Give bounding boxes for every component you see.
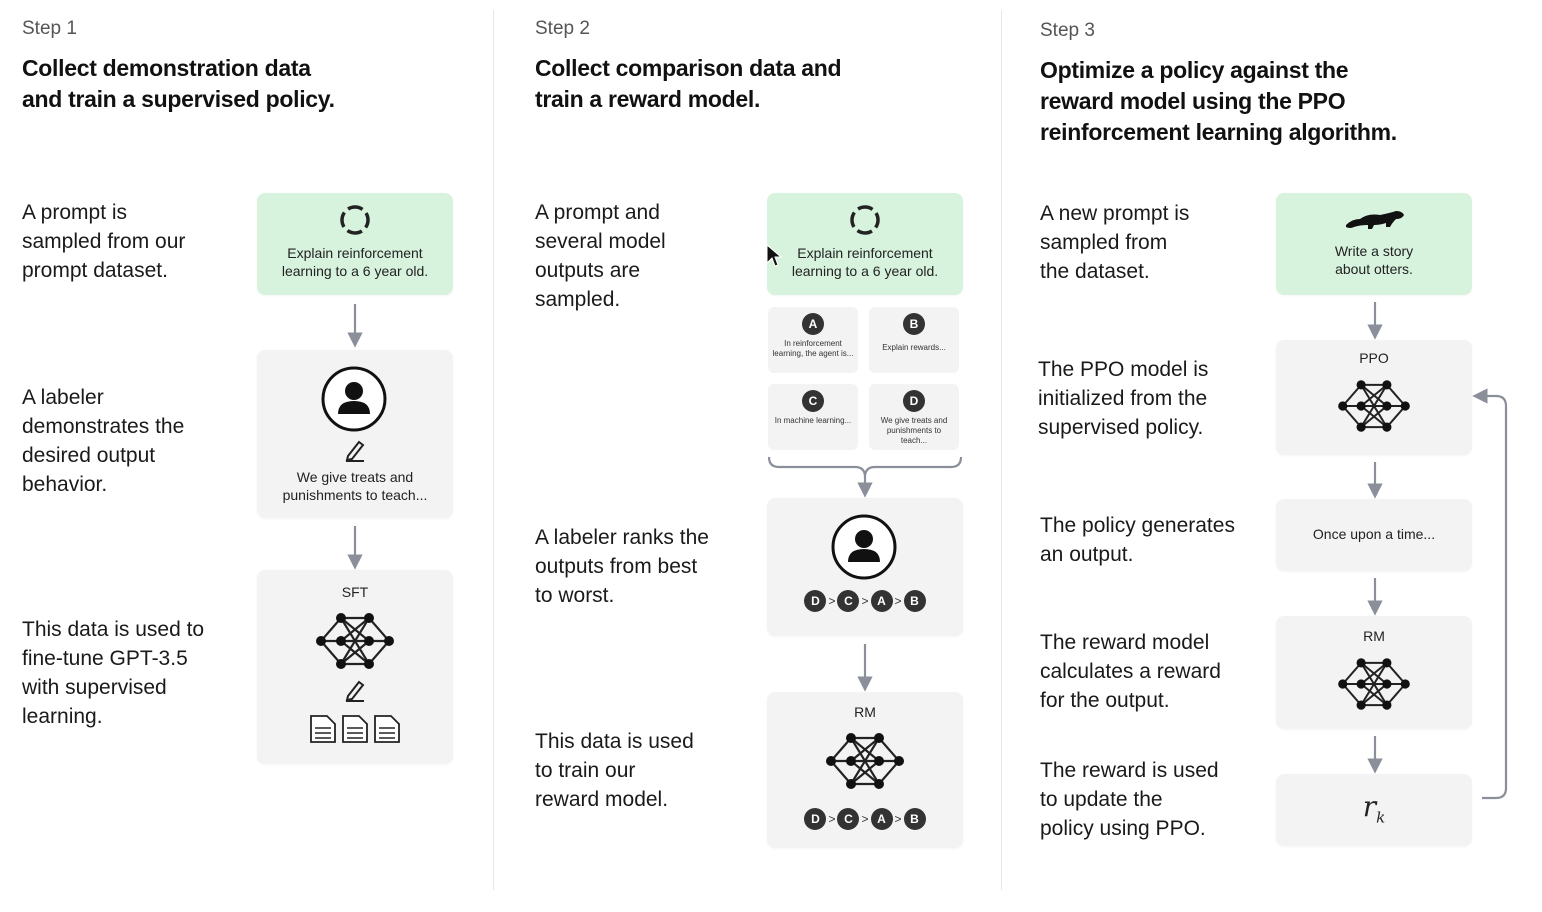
recycle-icon <box>340 205 370 235</box>
step3-reward-card: rk <box>1276 774 1472 846</box>
bracket <box>767 456 963 478</box>
rank-badge: B <box>903 808 926 830</box>
ranking-row: D>C>A>B <box>767 590 963 612</box>
output-text-b: Explain rewards... <box>882 343 946 352</box>
output-text-d: We give treats and punishments to teach.… <box>880 416 948 445</box>
feedback-arrow <box>1472 388 1508 800</box>
step3-output-card: Once upon a time... <box>1276 499 1472 571</box>
ranking-row: D>C>A>B <box>767 808 963 830</box>
rank-badge: C <box>837 808 860 830</box>
output-card-a: A In reinforcement learning, the agent i… <box>768 307 858 373</box>
step1-title: Collect demonstration data and train a s… <box>22 55 335 112</box>
output-card-d: D We give treats and punishments to teac… <box>869 384 959 450</box>
rm-label: RM <box>1363 628 1385 644</box>
rank-badge: A <box>870 590 893 612</box>
document-icon <box>310 715 400 743</box>
ppo-label: PPO <box>1359 350 1389 366</box>
pencil-icon <box>345 440 365 462</box>
rank-badge: C <box>837 590 860 612</box>
step1-sft-card: SFT <box>257 570 453 764</box>
badge-c: C <box>802 390 824 412</box>
network-icon <box>1338 658 1410 710</box>
otter-icon <box>1346 211 1404 229</box>
step2-rm-card: RM D>C>A>B <box>767 692 963 848</box>
network-icon <box>1338 380 1410 432</box>
rm-label: RM <box>854 704 876 720</box>
badge-d: D <box>903 390 925 412</box>
output-card-b: B Explain rewards... <box>869 307 959 373</box>
rank-badge: D <box>804 808 827 830</box>
step3-title: Optimize a policy against the reward mod… <box>1040 57 1397 145</box>
step3-rm-card: RM <box>1276 616 1472 729</box>
reward-value: rk <box>1362 790 1386 827</box>
badge-b: B <box>903 313 925 335</box>
network-icon <box>826 733 904 789</box>
output-text-c: In machine learning... <box>774 416 852 425</box>
output-card-c: C In machine learning... <box>768 384 858 450</box>
cursor-icon <box>766 244 782 267</box>
recycle-icon <box>850 205 880 235</box>
step2-label: Step 2 <box>535 18 590 39</box>
rank-badge: D <box>804 590 827 612</box>
network-icon <box>316 613 394 669</box>
column-divider <box>493 10 494 890</box>
output-text: Once upon a time... <box>1312 526 1436 542</box>
badge-a: A <box>802 313 824 335</box>
output-text-a: In reinforcement learning, the agent is.… <box>772 339 854 358</box>
column-divider <box>1001 10 1002 890</box>
person-icon <box>321 366 387 432</box>
person-icon <box>831 514 897 580</box>
pencil-icon <box>345 680 365 702</box>
rank-badge: B <box>903 590 926 612</box>
step3-label: Step 3 <box>1040 20 1095 41</box>
step3-ppo-card: PPO <box>1276 340 1472 455</box>
rank-badge: A <box>870 808 893 830</box>
sft-label: SFT <box>341 584 369 600</box>
step1-label: Step 1 <box>22 18 77 39</box>
step2-ranking-card: D>C>A>B <box>767 498 963 636</box>
step2-title: Collect comparison data and train a rewa… <box>535 55 842 112</box>
